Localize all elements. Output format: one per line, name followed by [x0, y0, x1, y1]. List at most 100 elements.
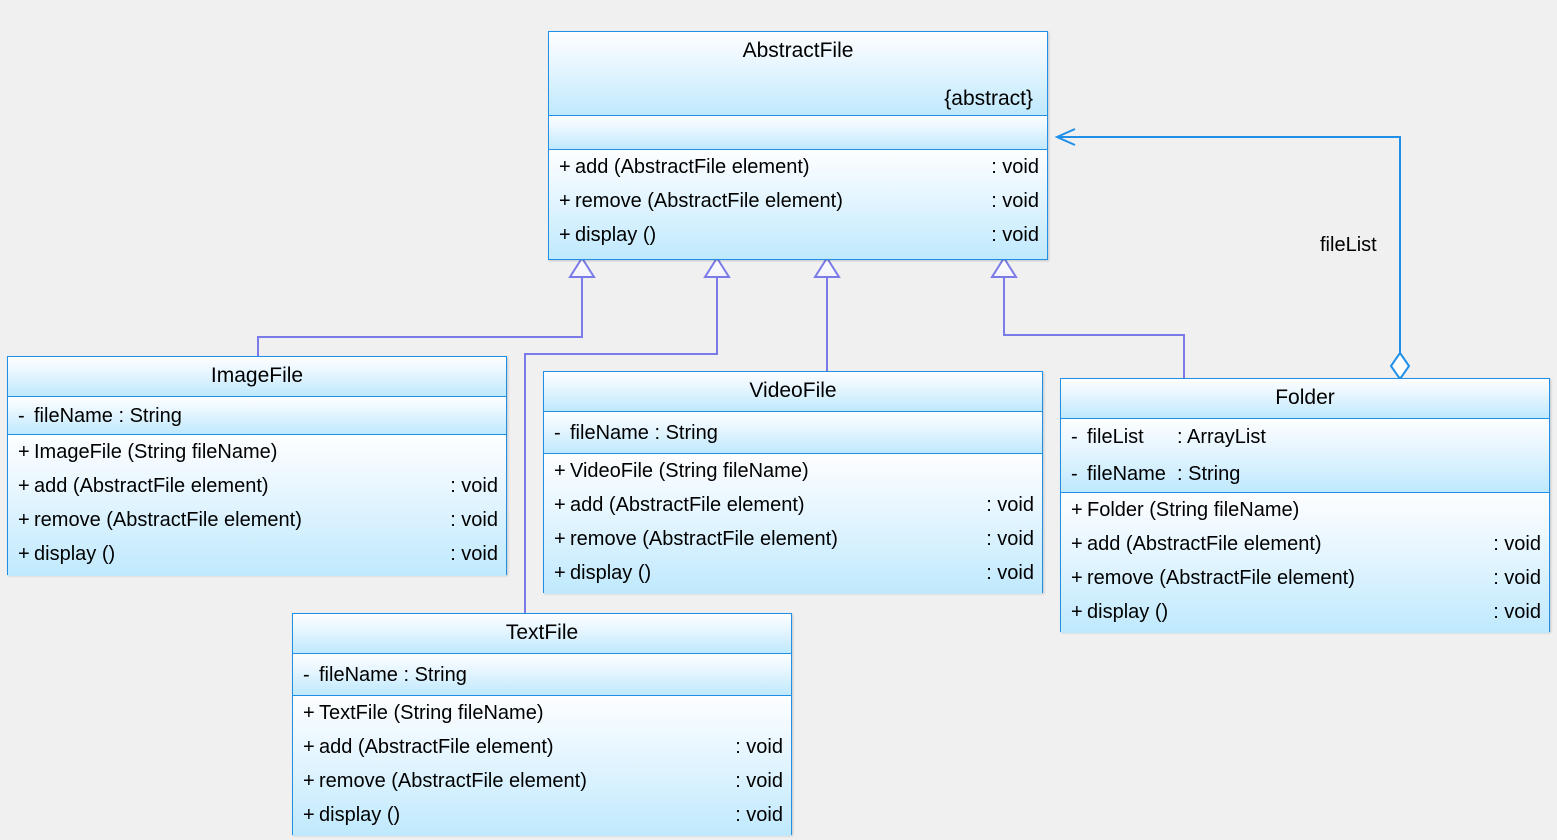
inheritance-triangle-imagefile	[568, 256, 596, 278]
class-name-imagefile: ImageFile	[210, 364, 304, 387]
method-signature: ImageFile (String fileName)	[34, 440, 278, 463]
method-return-type: : void	[735, 735, 783, 758]
class-name-textfile: TextFile	[505, 621, 579, 644]
visibility-marker: -	[1071, 426, 1078, 448]
visibility-marker: -	[1071, 463, 1078, 485]
method-return-type: : void	[735, 769, 783, 792]
method-signature: add (AbstractFile element)	[1087, 532, 1322, 555]
visibility-marker: +	[559, 223, 571, 246]
methods-compartment-folder: + Folder (String fileName) + add (Abstra…	[1061, 493, 1549, 633]
visibility-marker: +	[1071, 566, 1083, 589]
method-return-type: : void	[991, 155, 1039, 178]
class-box-videofile[interactable]: VideoFile - fileName : String + VideoFil…	[543, 371, 1043, 594]
method-row: + display () : void	[549, 218, 1047, 252]
method-row: + add (AbstractFile element) : void	[293, 730, 791, 764]
visibility-marker: +	[18, 542, 30, 565]
attributes-compartment-abstractfile	[549, 116, 1047, 150]
attributes-compartment-imagefile: - fileName : String	[8, 397, 506, 435]
class-name-folder: Folder	[1275, 386, 1335, 409]
visibility-marker: +	[554, 561, 566, 584]
attribute-row: - fileList : ArrayList	[1061, 419, 1549, 456]
visibility-marker: -	[554, 421, 561, 444]
methods-compartment-videofile: + VideoFile (String fileName) + add (Abs…	[544, 454, 1042, 594]
attribute-signature: fileName	[1087, 463, 1166, 485]
visibility-marker: +	[1071, 600, 1083, 623]
inheritance-triangle-videofile	[813, 256, 841, 278]
attributes-compartment-textfile: - fileName : String	[293, 654, 791, 696]
attribute-row: - fileName : String	[1061, 456, 1549, 492]
methods-compartment-abstractfile: + add (AbstractFile element) : void + re…	[549, 150, 1047, 259]
method-row: + remove (AbstractFile element) : void	[1061, 561, 1549, 595]
method-signature: display ()	[575, 223, 657, 246]
aggregation-role-label: fileList	[1320, 234, 1377, 256]
class-name-videofile: VideoFile	[749, 379, 837, 402]
method-signature: add (AbstractFile element)	[570, 493, 805, 516]
method-signature: remove (AbstractFile element)	[575, 189, 843, 212]
visibility-marker: +	[18, 440, 30, 463]
method-signature: VideoFile (String fileName)	[570, 459, 809, 482]
aggregation-diamond-icon	[1389, 351, 1411, 381]
method-row: + display () : void	[544, 556, 1042, 590]
method-return-type: : void	[450, 508, 498, 531]
method-row: + VideoFile (String fileName)	[544, 454, 1042, 488]
class-box-abstractfile[interactable]: AbstractFile {abstract} + add (AbstractF…	[548, 31, 1048, 260]
method-row: + add (AbstractFile element) : void	[1061, 527, 1549, 561]
method-signature: add (AbstractFile element)	[34, 474, 269, 497]
visibility-marker: +	[18, 474, 30, 497]
method-return-type: : void	[986, 527, 1034, 550]
method-row: + display () : void	[8, 537, 506, 571]
method-signature: display ()	[570, 561, 652, 584]
class-title-abstractfile: AbstractFile {abstract}	[549, 32, 1047, 116]
inheritance-triangle-textfile	[703, 256, 731, 278]
method-row: + add (AbstractFile element) : void	[544, 488, 1042, 522]
class-title-imagefile: ImageFile	[8, 357, 506, 397]
attributes-compartment-folder: - fileList : ArrayList - fileName : Stri…	[1061, 419, 1549, 493]
attribute-signature: fileName : String	[319, 663, 467, 686]
method-row: + TextFile (String fileName)	[293, 696, 791, 730]
visibility-marker: -	[18, 404, 25, 427]
class-title-videofile: VideoFile	[544, 372, 1042, 412]
class-title-folder: Folder	[1061, 379, 1549, 419]
generalization-videofile	[813, 256, 841, 371]
method-signature: display ()	[34, 542, 116, 565]
visibility-marker: +	[1071, 532, 1083, 555]
visibility-marker: +	[554, 459, 566, 482]
class-box-folder[interactable]: Folder - fileList : ArrayList - fileName…	[1060, 378, 1550, 633]
method-return-type: : void	[735, 803, 783, 826]
method-return-type: : void	[991, 223, 1039, 246]
attributes-compartment-videofile: - fileName : String	[544, 412, 1042, 454]
attribute-signature: fileName : String	[34, 404, 182, 427]
method-signature: display ()	[1087, 600, 1169, 623]
visibility-marker: +	[554, 493, 566, 516]
method-return-type: : void	[1493, 600, 1541, 623]
visibility-marker: +	[559, 189, 571, 212]
class-box-textfile[interactable]: TextFile - fileName : String + TextFile …	[292, 613, 792, 836]
method-row: + ImageFile (String fileName)	[8, 435, 506, 469]
methods-compartment-imagefile: + ImageFile (String fileName) + add (Abs…	[8, 435, 506, 576]
attribute-row: - fileName : String	[293, 654, 791, 695]
visibility-marker: -	[303, 663, 310, 686]
generalization-imagefile	[257, 256, 596, 356]
method-return-type: : void	[991, 189, 1039, 212]
method-return-type: : void	[450, 474, 498, 497]
visibility-marker: +	[303, 803, 315, 826]
visibility-marker: +	[1071, 498, 1083, 521]
method-row: + add (AbstractFile element) : void	[8, 469, 506, 503]
method-row: + add (AbstractFile element) : void	[549, 150, 1047, 184]
abstract-stereotype: {abstract}	[944, 87, 1033, 110]
method-signature: Folder (String fileName)	[1087, 498, 1300, 521]
attribute-signature: fileName : String	[570, 421, 718, 444]
method-signature: remove (AbstractFile element)	[1087, 566, 1355, 589]
visibility-marker: +	[303, 735, 315, 758]
method-row: + remove (AbstractFile element) : void	[549, 184, 1047, 218]
class-box-imagefile[interactable]: ImageFile - fileName : String + ImageFil…	[7, 356, 507, 576]
method-signature: add (AbstractFile element)	[319, 735, 554, 758]
visibility-marker: +	[559, 155, 571, 178]
navigability-arrow-icon	[1054, 128, 1076, 146]
visibility-marker: +	[18, 508, 30, 531]
generalization-folder	[990, 256, 1185, 378]
inheritance-triangle-folder	[990, 256, 1018, 278]
method-row: + remove (AbstractFile element) : void	[8, 503, 506, 537]
method-signature: add (AbstractFile element)	[575, 155, 810, 178]
